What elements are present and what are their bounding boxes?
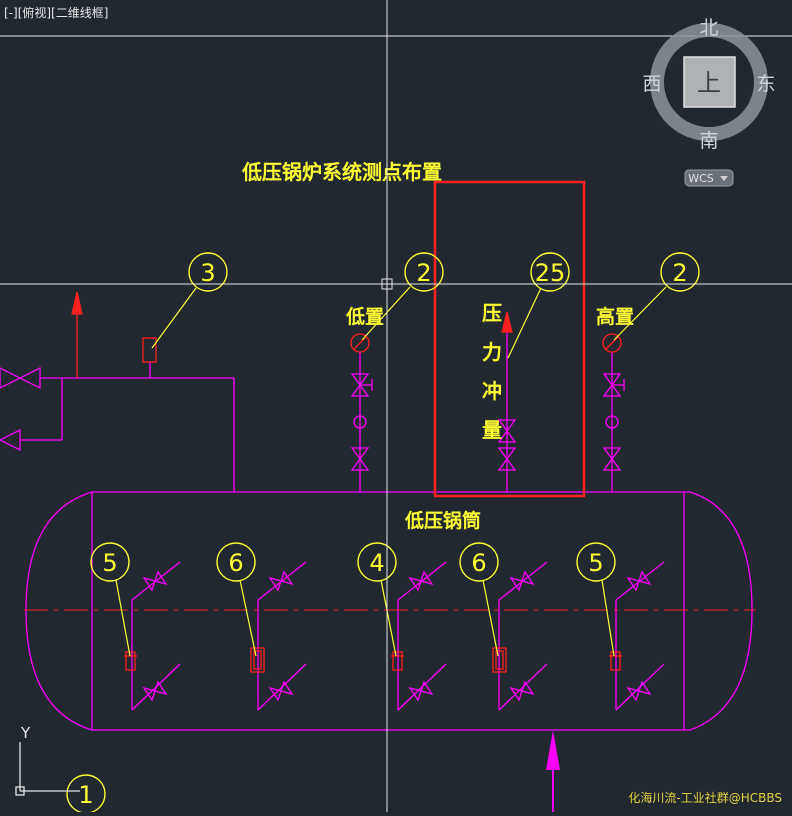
piping [0, 330, 753, 731]
balloon-5-right[interactable] [576, 542, 616, 582]
measure-point-5-left [125, 651, 136, 671]
left-check-valve [0, 428, 21, 452]
red-annotations [71, 291, 622, 673]
internal-assembly-1 [131, 561, 181, 711]
balloon-2-right[interactable] [660, 252, 700, 292]
low-level-valve-2 [350, 447, 370, 471]
compass-north[interactable]: 北 [699, 17, 718, 39]
balloon-2-left-number: 2 [416, 259, 431, 287]
balloon-6-left-number: 6 [228, 549, 243, 577]
viewport-controls-label[interactable]: [-][俯视][二维线框] [4, 6, 109, 20]
balloon-5-left[interactable] [90, 542, 130, 582]
text-labels: 低压锅炉系统测点布置 低置 高置 低压锅筒 压 力 冲 量 [241, 160, 634, 532]
balloon-3-number: 3 [200, 259, 215, 287]
balloon-6-right[interactable] [459, 542, 499, 582]
instrument-3 [142, 337, 157, 363]
internal-assembly-5 [615, 561, 665, 711]
watermark: 化海川流-工业社群@HCBBS [628, 791, 782, 805]
drum-internals [131, 561, 665, 711]
pressure-valve-1 [497, 419, 517, 443]
balloon-5-left-number: 5 [102, 549, 117, 577]
high-level-gauge [602, 333, 622, 353]
left-valve-b [18, 366, 41, 390]
ucs-y-label: Y [20, 724, 31, 742]
pressure-valve-2 [497, 447, 517, 471]
left-valve-a [0, 367, 22, 389]
viewcube[interactable]: 上 北 南 西 东 WCS [642, 17, 776, 187]
balloon-numbers: 3 2 25 2 5 6 4 6 5 1 [78, 259, 687, 809]
measure-point-6-left [250, 647, 265, 673]
low-level-label[interactable]: 低置 [345, 305, 384, 328]
internal-assembly-3 [397, 561, 447, 711]
balloon-25[interactable] [530, 252, 570, 292]
balloon-4[interactable] [357, 542, 397, 582]
balloon-2-right-number: 2 [672, 259, 687, 287]
balloon-25-number: 25 [535, 259, 566, 287]
internal-assembly-4 [498, 561, 548, 711]
drawing-title[interactable]: 低压锅炉系统测点布置 [241, 160, 442, 184]
highlight-rectangle[interactable] [433, 180, 586, 498]
pressure-char-1[interactable]: 压 [482, 301, 502, 325]
balloon-5-right-number: 5 [588, 549, 603, 577]
leader-lines [115, 286, 667, 657]
low-level-orifice [353, 415, 367, 429]
compass-east[interactable]: 东 [756, 73, 775, 95]
balloon-2-left[interactable] [404, 252, 444, 292]
ucs-icon [15, 742, 80, 796]
balloon-1-number: 1 [78, 781, 93, 809]
chevron-down-icon [720, 176, 728, 181]
high-level-label[interactable]: 高置 [596, 305, 634, 328]
balloon-6-left[interactable] [216, 542, 256, 582]
drum-shell [25, 491, 753, 731]
compass-south[interactable]: 南 [699, 130, 718, 152]
drum-label[interactable]: 低压锅筒 [404, 509, 481, 532]
wcs-label: WCS [688, 172, 714, 185]
balloon-4-number: 4 [369, 549, 384, 577]
balloon-circles [66, 252, 700, 814]
measure-point-6-right [492, 647, 507, 673]
measure-point-4 [392, 651, 403, 671]
balloon-6-right-number: 6 [471, 549, 486, 577]
pressure-char-3[interactable]: 冲 [482, 379, 502, 403]
steam-outlet-arrow [71, 291, 83, 315]
pressure-arrow [501, 311, 513, 333]
viewcube-top-face[interactable] [683, 56, 736, 108]
viewcube-top-label: 上 [697, 69, 721, 97]
pressure-char-2[interactable]: 力 [482, 340, 502, 364]
high-level-orifice [605, 415, 619, 429]
compass-west[interactable]: 西 [642, 73, 661, 95]
measure-point-5-right [610, 651, 621, 671]
internal-assembly-2 [257, 561, 307, 711]
low-level-gauge [350, 333, 370, 353]
high-level-valve-2 [602, 447, 622, 471]
feedwater-inlet [546, 730, 560, 812]
viewcube-compass-ring[interactable] [650, 23, 768, 141]
balloon-3[interactable] [188, 252, 228, 292]
pressure-char-4[interactable]: 量 [482, 418, 502, 442]
wcs-menu-button[interactable]: WCS [684, 169, 734, 187]
